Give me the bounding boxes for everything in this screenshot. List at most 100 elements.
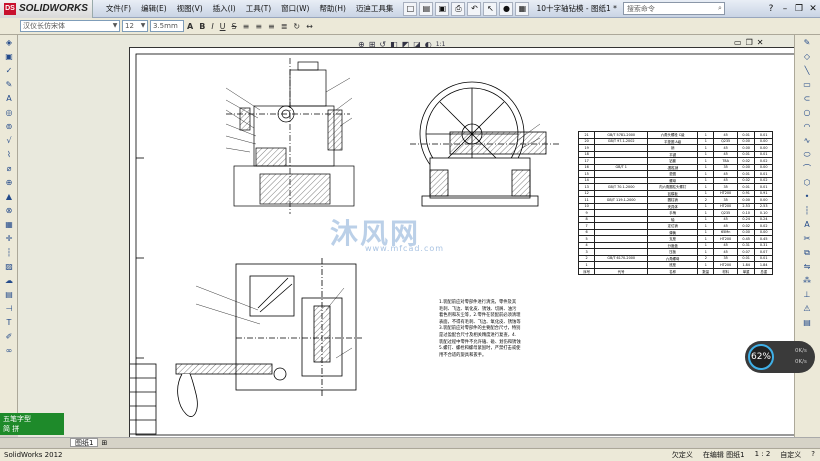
menu-maidi-tools[interactable]: 迈迪工具集 <box>355 3 394 13</box>
menu-help[interactable]: 帮助(H) <box>319 3 346 13</box>
smart-dim-icon[interactable]: ◇ <box>803 52 811 61</box>
hide-show-icon[interactable]: ◪ <box>413 39 421 49</box>
strikethrough-button[interactable]: S <box>231 21 237 31</box>
network-speed-widget[interactable]: 62% 0K/s 0K/s <box>745 341 815 373</box>
undo-icon[interactable]: ↶ <box>467 1 482 16</box>
link-icon[interactable]: ∞ <box>5 346 13 355</box>
sketch-icon[interactable]: ✎ <box>803 38 811 47</box>
circle-icon[interactable]: ○ <box>803 108 811 117</box>
menu-view[interactable]: 视图(V) <box>176 3 203 13</box>
text-color-button[interactable]: A <box>187 21 194 31</box>
align-left-icon[interactable]: ≡ <box>242 21 250 31</box>
note-icon[interactable]: A <box>6 94 12 103</box>
smart-dimension-icon[interactable]: ◈ <box>5 38 13 47</box>
ime-pinyin[interactable]: 简 拼 <box>3 425 20 433</box>
menu-tools[interactable]: 工具(T) <box>245 3 272 13</box>
rebuild-icon[interactable]: ● <box>499 1 514 16</box>
font-select[interactable]: 汉仪长仿宋体 ▼ <box>20 20 120 32</box>
appearance-icon[interactable]: ◐ <box>424 39 432 49</box>
polygon-icon[interactable]: ⬡ <box>803 178 811 187</box>
display-style-icon[interactable]: ◩ <box>401 39 410 49</box>
auto-balloon-icon[interactable]: ⊚ <box>5 122 13 131</box>
area-hatch-icon[interactable]: ▨ <box>5 262 13 271</box>
spline-icon[interactable]: ∿ <box>803 136 811 145</box>
align-right-icon[interactable]: ≡ <box>268 21 275 31</box>
status-custom[interactable]: 自定义 <box>780 451 802 459</box>
text-sketch-icon[interactable]: A <box>804 220 810 229</box>
datum-feature-icon[interactable]: ▲ <box>5 192 13 201</box>
slot-icon[interactable]: ⊂ <box>803 94 811 103</box>
magnetic-line-icon[interactable]: ⊣ <box>5 304 13 313</box>
menu-file[interactable]: 文件(F) <box>105 3 132 13</box>
centermark-icon[interactable]: ✛ <box>5 234 13 243</box>
arc-icon[interactable]: ◠ <box>803 122 811 131</box>
text-icon[interactable]: T <box>6 318 12 327</box>
status-help-icon[interactable]: ? <box>811 450 815 458</box>
doc-minimize-icon[interactable]: ▭ <box>734 38 742 47</box>
save-icon[interactable]: ▣ <box>435 1 450 16</box>
solidworks-logo[interactable]: DS SOLIDWORKS <box>0 0 93 18</box>
pattern-icon[interactable]: ⁂ <box>803 276 811 285</box>
doc-close-icon[interactable]: ✕ <box>756 38 764 47</box>
line-icon[interactable]: ╲ <box>804 66 810 75</box>
weld-symbol-icon[interactable]: ⌇ <box>7 150 11 159</box>
previous-view-icon[interactable]: ↺ <box>379 39 387 49</box>
balloon-icon[interactable]: ◎ <box>5 108 13 117</box>
table-icon[interactable]: ▤ <box>5 290 13 299</box>
model-items-icon[interactable]: ▣ <box>5 52 13 61</box>
search-icon[interactable]: ⌕ <box>717 4 722 12</box>
view-orientation-icon[interactable]: ◧ <box>390 39 398 49</box>
underline-button[interactable]: U <box>219 21 226 31</box>
zoom-area-icon[interactable]: ⊞ <box>368 39 376 49</box>
pen-icon[interactable]: ✐ <box>5 332 13 341</box>
close-icon[interactable]: ✕ <box>809 3 817 14</box>
text-spacing-icon[interactable]: ↔ <box>306 21 313 31</box>
status-scale[interactable]: 1 : 2 <box>754 450 771 458</box>
zoom-fit-icon[interactable]: ⊕ <box>358 39 365 49</box>
justify-icon[interactable]: ≣ <box>280 21 288 31</box>
open-folder-icon[interactable]: ▤ <box>419 1 434 16</box>
relation-icon[interactable]: ⊥ <box>803 290 811 299</box>
datum-target-icon[interactable]: ⊗ <box>5 206 13 215</box>
hole-callout-icon[interactable]: ⌀ <box>6 164 12 173</box>
options-icon[interactable]: ▦ <box>515 1 530 16</box>
menu-insert[interactable]: 插入(I) <box>212 3 236 13</box>
rotate-text-icon[interactable]: ↻ <box>293 21 301 31</box>
repair-icon[interactable]: ⚠ <box>803 304 811 313</box>
geometric-tolerance-icon[interactable]: ⊕ <box>5 178 13 187</box>
add-sheet-icon[interactable]: ⊞ <box>101 438 108 447</box>
select-arrow-icon[interactable]: ↖ <box>483 1 498 16</box>
ellipse-icon[interactable]: ⬭ <box>803 150 811 159</box>
minimize-icon[interactable]: – <box>782 3 788 14</box>
point-icon[interactable]: • <box>804 192 810 201</box>
blocks-icon[interactable]: ▦ <box>5 220 13 229</box>
centerline-sketch-icon[interactable]: ┆ <box>804 206 810 215</box>
help-question-icon[interactable]: ? <box>768 3 774 14</box>
spell-check-icon[interactable]: ✓ <box>5 66 13 75</box>
new-document-icon[interactable]: □ <box>403 1 418 16</box>
trim-icon[interactable]: ✂ <box>803 234 811 243</box>
font-size-select[interactable]: 12 ▼ <box>122 20 148 32</box>
rectangle-icon[interactable]: ▭ <box>803 80 811 89</box>
offset-icon[interactable]: ⧉ <box>804 248 810 257</box>
italic-button[interactable]: I <box>211 21 214 31</box>
revision-cloud-icon[interactable]: ☁ <box>5 276 13 285</box>
fillet-icon[interactable]: ⌒ <box>803 164 811 173</box>
tab-sheet1[interactable]: 图纸1 <box>70 438 99 447</box>
bold-button[interactable]: B <box>199 21 206 31</box>
search-input[interactable]: 搜索命令 ⌕ <box>622 2 725 15</box>
doc-restore-icon[interactable]: ❐ <box>745 38 753 47</box>
layer-icon[interactable]: ▤ <box>803 318 811 327</box>
ime-toolbar[interactable]: 五笔字型 简 拼 <box>0 413 64 435</box>
format-painter-icon[interactable]: ✎ <box>5 80 13 89</box>
menu-edit[interactable]: 编辑(E) <box>141 3 167 13</box>
menu-window[interactable]: 窗口(W) <box>281 3 310 13</box>
mirror-icon[interactable]: ⇋ <box>803 262 811 271</box>
